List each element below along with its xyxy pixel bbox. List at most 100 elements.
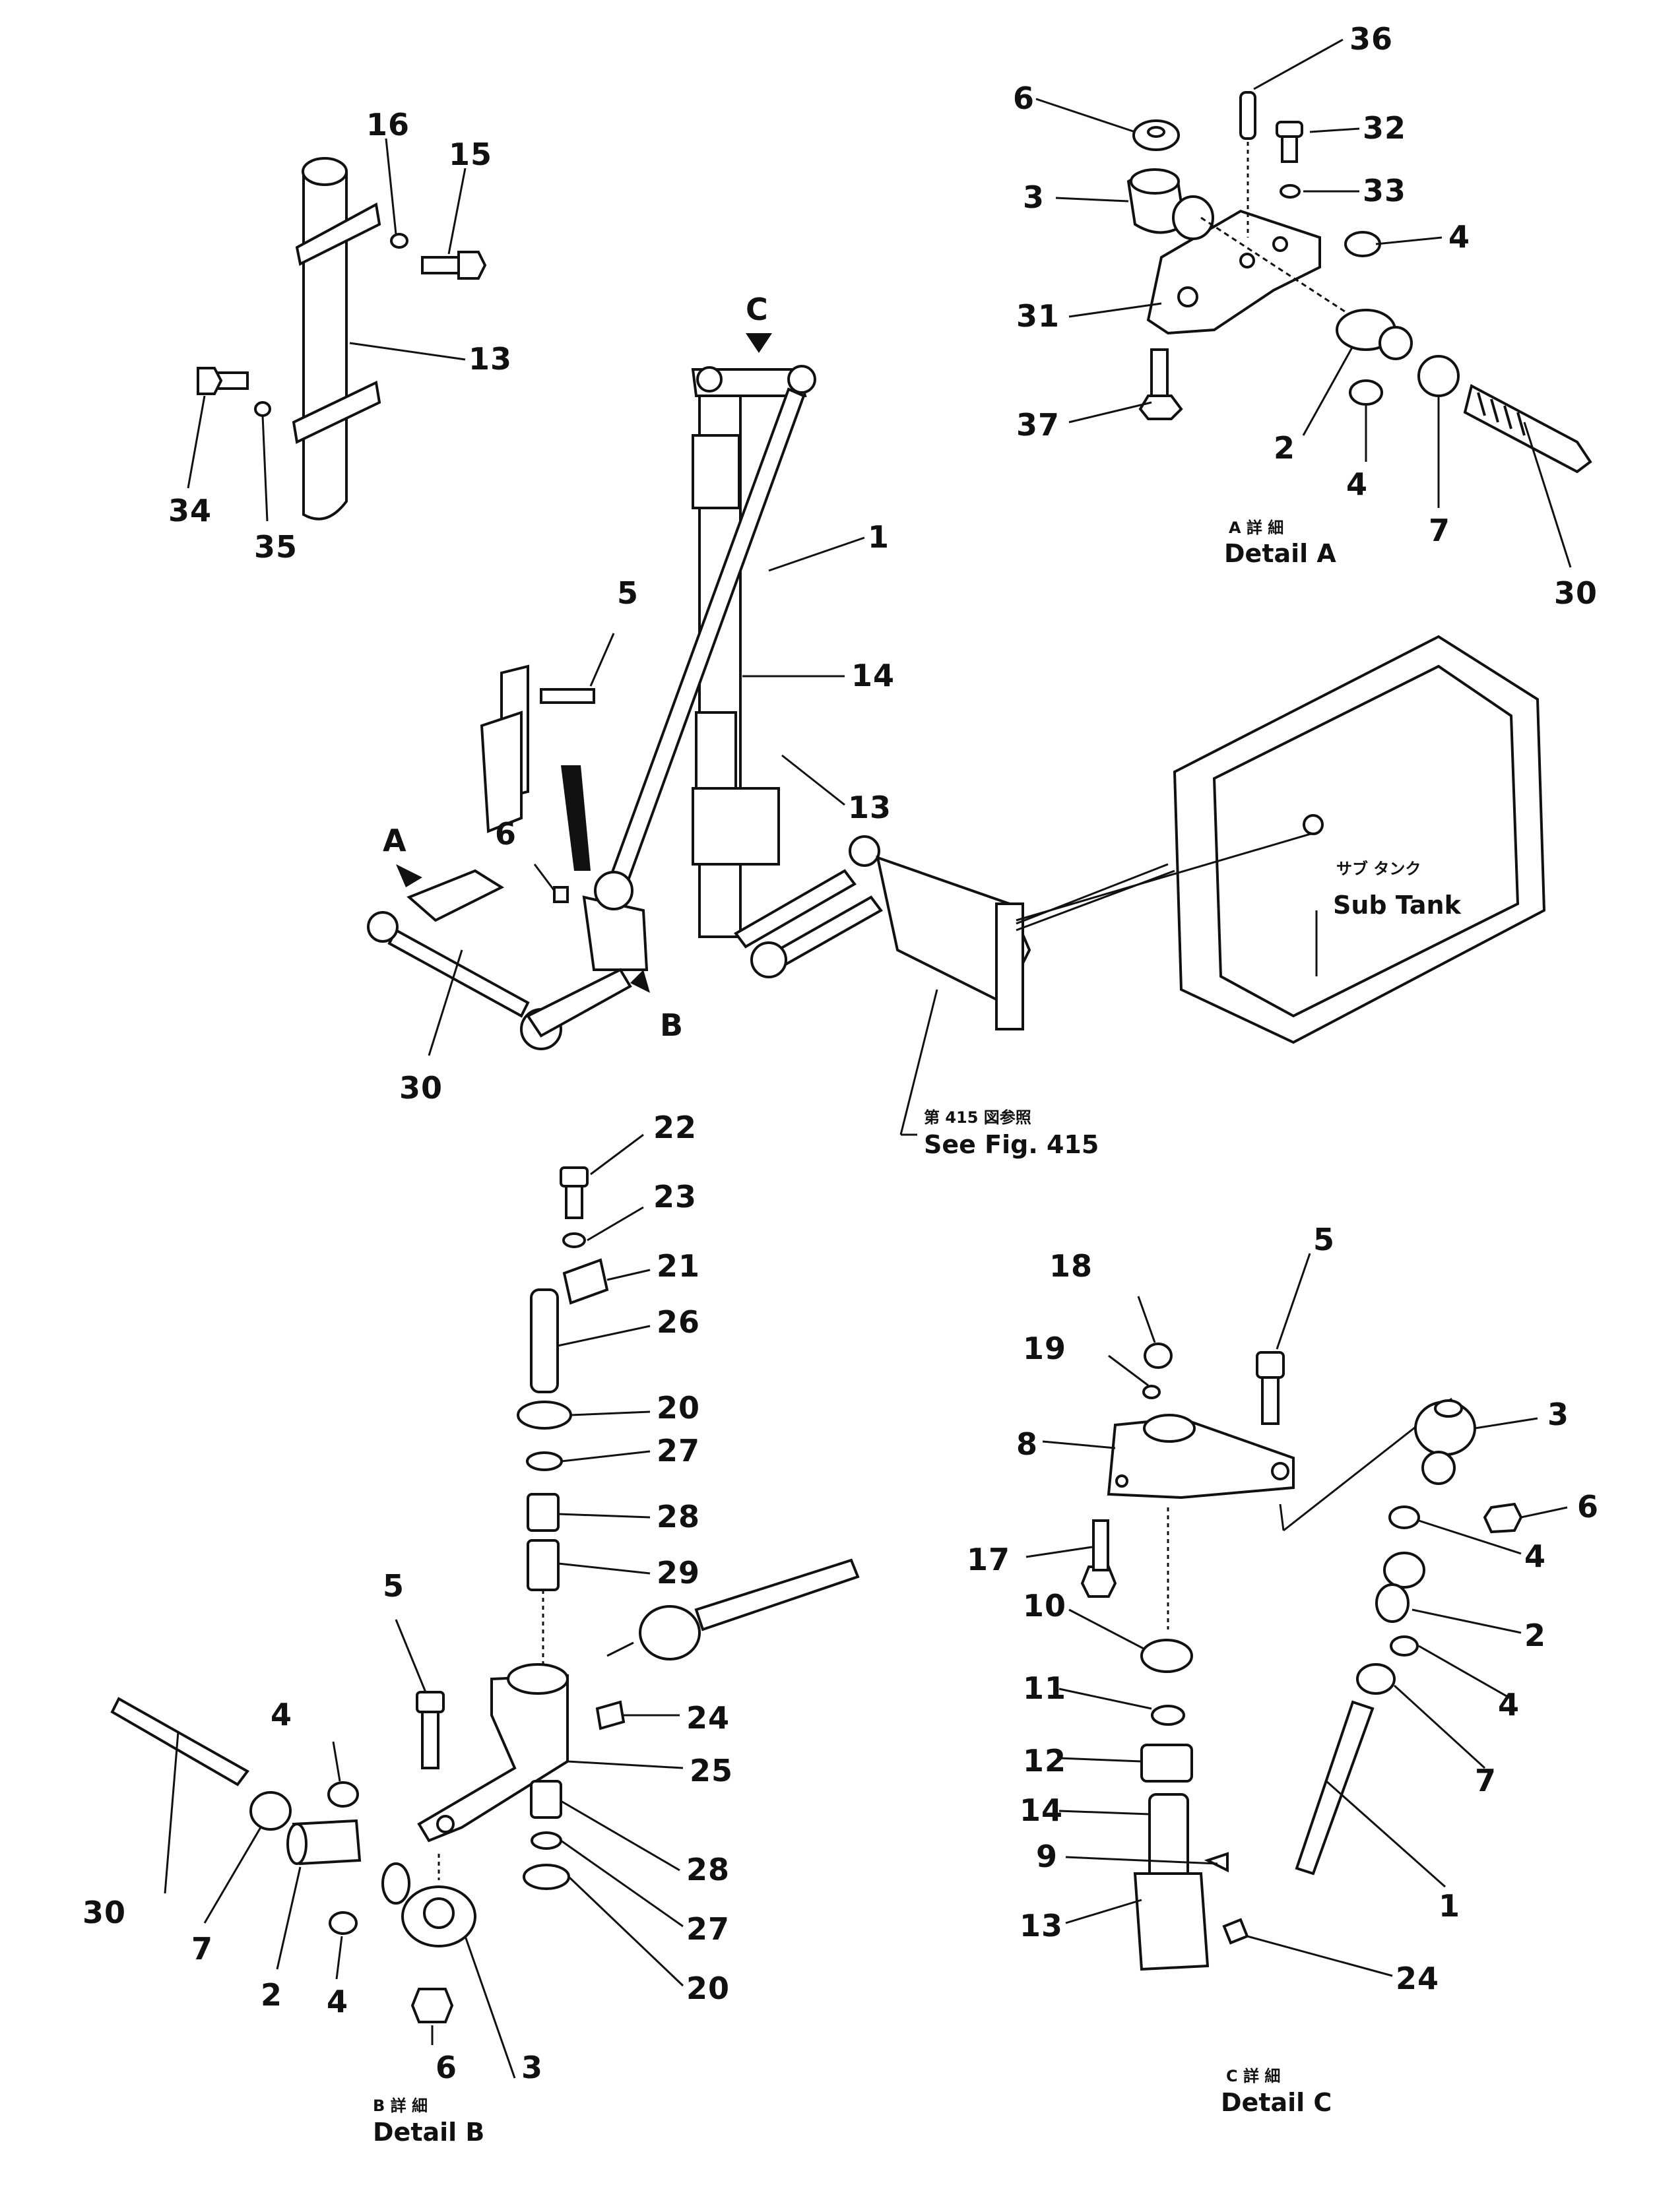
see-fig-label-jp: 第 415 図参照 xyxy=(924,1108,1031,1127)
callout-13: 13 xyxy=(469,341,512,377)
top-lever-pivot xyxy=(696,366,723,393)
callout-20: 20 xyxy=(657,1390,700,1426)
clamp-plate-lower xyxy=(292,381,381,444)
sub-tank-label-jp: サブ タンク xyxy=(1336,860,1421,878)
bolt-32-head xyxy=(1276,121,1303,138)
callout-24: 24 xyxy=(686,1700,730,1736)
nut-4-shape xyxy=(1344,231,1381,257)
rod-30-main xyxy=(387,928,530,1018)
sub-tank-label: Sub Tank xyxy=(1333,891,1462,920)
shaded-wedge xyxy=(561,765,591,871)
pin-36-shape xyxy=(1239,91,1256,140)
nut-7-shape xyxy=(1417,355,1460,397)
callout-4: 4 xyxy=(1498,1687,1520,1722)
bolt-34-head xyxy=(197,367,223,395)
link-b-shape xyxy=(526,968,632,1038)
callout-3: 3 xyxy=(521,2050,543,2085)
marker-c: C xyxy=(746,292,769,327)
callout-34: 34 xyxy=(168,493,212,528)
callout-6: 6 xyxy=(436,2050,457,2085)
callout-28: 28 xyxy=(686,1852,730,1887)
sub-tank-panel xyxy=(1212,664,1520,1018)
callout-35: 35 xyxy=(254,529,298,565)
link-upper xyxy=(734,869,857,949)
rod-30-thread xyxy=(1477,392,1526,436)
callout-36: 36 xyxy=(1349,21,1393,57)
sub-tank-body xyxy=(1173,635,1546,1044)
bracket-hole xyxy=(1177,286,1198,307)
bolt-5-main xyxy=(540,688,595,704)
callout-17: 17 xyxy=(967,1542,1010,1577)
detail-c-caption-jp: C 詳 細 xyxy=(1226,2067,1280,2085)
callout-2: 2 xyxy=(261,1977,282,2013)
callout-5: 5 xyxy=(383,1568,405,1604)
bolt-15-shank xyxy=(421,256,463,274)
callout-30: 30 xyxy=(82,1895,126,1930)
callout-10: 10 xyxy=(1023,1588,1066,1624)
cable-to-tank xyxy=(1016,869,1175,932)
callout-11: 11 xyxy=(1023,1670,1066,1706)
column-clamp-group: 16 15 13 34 35 xyxy=(168,107,512,565)
callout-16: 16 xyxy=(366,107,410,142)
top-ball-joint xyxy=(787,365,816,394)
callout-6: 6 xyxy=(1577,1489,1599,1525)
rod-30-shape xyxy=(1463,384,1592,474)
marker-b: B xyxy=(660,1007,684,1043)
callout-6: 6 xyxy=(1013,80,1035,116)
callout-13: 13 xyxy=(1020,1908,1063,1943)
sub-tank-fitting xyxy=(1303,814,1324,835)
callout-29: 29 xyxy=(657,1555,700,1591)
assembly-line xyxy=(1200,216,1353,318)
callout-14: 14 xyxy=(851,658,895,693)
callout-5: 5 xyxy=(1313,1222,1335,1257)
callout-32: 32 xyxy=(1363,110,1406,146)
callout-13: 13 xyxy=(848,790,892,825)
washer-35-shape xyxy=(254,401,271,417)
callout-30: 30 xyxy=(399,1070,443,1106)
callout-15: 15 xyxy=(449,137,492,172)
lower-ball-joint xyxy=(750,941,787,978)
callout-2: 2 xyxy=(1274,430,1295,466)
callout-20: 20 xyxy=(686,1971,730,2006)
side-plate-2 xyxy=(480,711,523,833)
callout-6: 6 xyxy=(495,816,517,852)
callout-4: 4 xyxy=(1448,219,1470,255)
rod-end-2-eye xyxy=(1379,326,1413,360)
callout-1: 1 xyxy=(1439,1888,1460,1924)
callout-27: 27 xyxy=(657,1433,700,1469)
callout-7: 7 xyxy=(1429,513,1450,548)
callout-37: 37 xyxy=(1016,407,1060,443)
detail-c-group: 5 18 19 3 8 6 17 4 10 2 11 4 12 7 14 9 1… xyxy=(967,1222,1599,2117)
arrow-b-icon xyxy=(630,970,650,993)
callout-27: 27 xyxy=(686,1911,730,1947)
bracket-a-plate xyxy=(406,869,505,922)
nut-6-bore xyxy=(1147,126,1165,138)
bolt-37-head xyxy=(1138,395,1183,420)
callout-30: 30 xyxy=(1554,575,1598,611)
column-clamp-lower xyxy=(692,787,780,866)
callout-14: 14 xyxy=(1020,1792,1063,1828)
column-tube-top xyxy=(302,157,348,186)
callout-26: 26 xyxy=(657,1304,700,1340)
right-shaft xyxy=(995,902,1024,1030)
callout-18: 18 xyxy=(1049,1248,1093,1284)
callout-19: 19 xyxy=(1023,1331,1066,1366)
callout-4: 4 xyxy=(271,1697,292,1732)
column-clamp-upper xyxy=(692,434,740,509)
callout-28: 28 xyxy=(657,1499,700,1534)
bolt-32-shank xyxy=(1281,135,1298,163)
callout-21: 21 xyxy=(657,1248,700,1284)
bracket-hole xyxy=(1239,253,1255,269)
ball-joint-3-boot xyxy=(1172,195,1214,240)
arrow-a-icon xyxy=(396,864,422,887)
nut-4-lower-shape xyxy=(1349,379,1383,406)
callout-4: 4 xyxy=(1524,1538,1546,1574)
nut-6-main xyxy=(553,886,569,903)
callout-22: 22 xyxy=(653,1110,697,1145)
bolt-15-head xyxy=(457,251,487,280)
detail-a-caption-jp: A 詳 細 xyxy=(1229,519,1283,537)
bracket-hole xyxy=(1272,236,1288,252)
callout-23: 23 xyxy=(653,1179,697,1215)
cable-to-tank xyxy=(1016,863,1169,925)
